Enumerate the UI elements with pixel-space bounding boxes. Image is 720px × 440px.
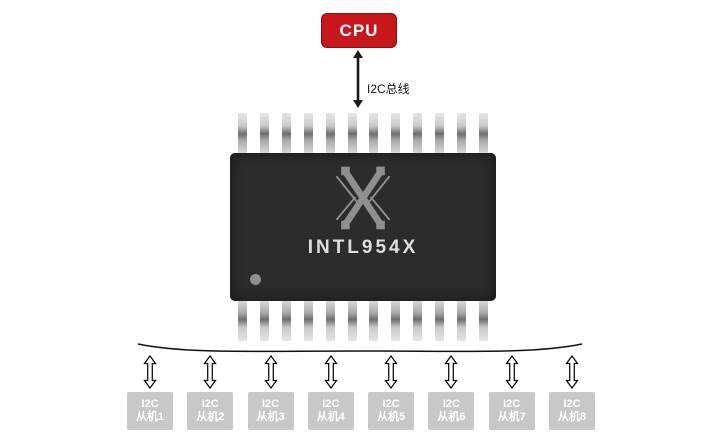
slave-unit: I2C 从机5 (368, 355, 415, 430)
slave-box: I2C 从机6 (428, 392, 475, 430)
slave-label-line2: 从机7 (497, 411, 526, 423)
slave-arrow-icon (384, 355, 398, 389)
bus-fanout-line (137, 343, 583, 353)
chip-pin (281, 113, 291, 153)
slave-box: I2C 从机5 (368, 392, 415, 430)
chip-part-number: INTL954X (307, 237, 419, 258)
slave-row: I2C 从机1 I2C 从机2 I2C 从机3 (127, 355, 595, 430)
chip-pin (259, 113, 269, 153)
cpu-bus-arrow-icon (353, 50, 363, 108)
cpu-block: CPU (321, 13, 397, 48)
chip-pin (413, 113, 423, 153)
chip-pin (457, 113, 467, 153)
slave-label-line2: 从机6 (437, 411, 466, 423)
slave-label-line2: 从机8 (557, 411, 587, 423)
chip-pin (238, 301, 247, 341)
slave-arrow-icon (203, 355, 218, 389)
slave-label-line2: 从机2 (196, 411, 225, 423)
slave-arrow-icon (504, 355, 519, 389)
chip-pin (347, 301, 357, 341)
slave-box: I2C 从机4 (307, 392, 354, 430)
chip-pin (325, 301, 335, 341)
slave-unit: I2C 从机3 (247, 355, 294, 430)
chip-pin (347, 113, 357, 153)
chip-pin (259, 301, 269, 341)
slave-box: I2C 从机2 (187, 392, 234, 430)
bus-label: I2C总线 (367, 82, 410, 96)
slave-arrow-icon (444, 355, 459, 389)
slave-label-line1: I2C (141, 398, 159, 410)
slave-unit: I2C 从机6 (428, 355, 475, 430)
slave-box: I2C 从机3 (247, 392, 294, 430)
slave-label-line2: 从机1 (135, 411, 165, 423)
chip-bottom-pins (230, 301, 496, 341)
slave-arrow-icon (143, 355, 157, 389)
slave-label-line2: 从机5 (377, 411, 406, 423)
chip-top-pins (230, 113, 496, 153)
chip-logo-icon (335, 166, 391, 230)
chip-pin (303, 113, 313, 153)
chip-pin (435, 301, 445, 341)
chip-pin (369, 113, 379, 153)
slave-label-line1: I2C (201, 398, 219, 410)
i2c-mux-chip: INTL954X (230, 113, 496, 341)
chip-pin (238, 113, 247, 153)
slave-arrow-icon (263, 355, 278, 389)
chip-pin (325, 113, 335, 153)
chip-pin (303, 301, 313, 341)
slave-label-line1: I2C (563, 398, 581, 410)
slave-box: I2C 从机7 (488, 392, 535, 430)
slave-label-line1: I2C (382, 398, 400, 410)
chip-pin (281, 301, 291, 341)
chip-pin (369, 301, 379, 341)
chip-pin (435, 113, 445, 153)
slave-unit: I2C 从机7 (488, 355, 535, 430)
slave-label-line1: I2C (262, 398, 280, 410)
chip-pin (478, 113, 488, 153)
slave-label-line1: I2C (442, 398, 460, 410)
chip-pin (457, 301, 467, 341)
slave-unit: I2C 从机8 (548, 355, 595, 430)
slave-unit: I2C 从机1 (127, 355, 173, 430)
slave-box: I2C 从机1 (127, 392, 173, 430)
slave-arrow-icon (565, 355, 579, 389)
chip-body: INTL954X (230, 153, 496, 301)
pin1-indicator-dot (250, 274, 261, 285)
slave-label-line2: 从机4 (316, 411, 345, 423)
chip-pin (478, 301, 488, 341)
slave-arrow-icon (324, 355, 338, 389)
slave-label-line1: I2C (503, 398, 521, 410)
slave-unit: I2C 从机2 (187, 355, 234, 430)
slave-box: I2C 从机8 (548, 392, 595, 430)
slave-label-line2: 从机3 (256, 411, 285, 423)
chip-pin (391, 113, 401, 153)
chip-pin (413, 301, 423, 341)
slave-label-line1: I2C (322, 398, 340, 410)
chip-pin (391, 301, 401, 341)
slave-unit: I2C 从机4 (307, 355, 354, 430)
